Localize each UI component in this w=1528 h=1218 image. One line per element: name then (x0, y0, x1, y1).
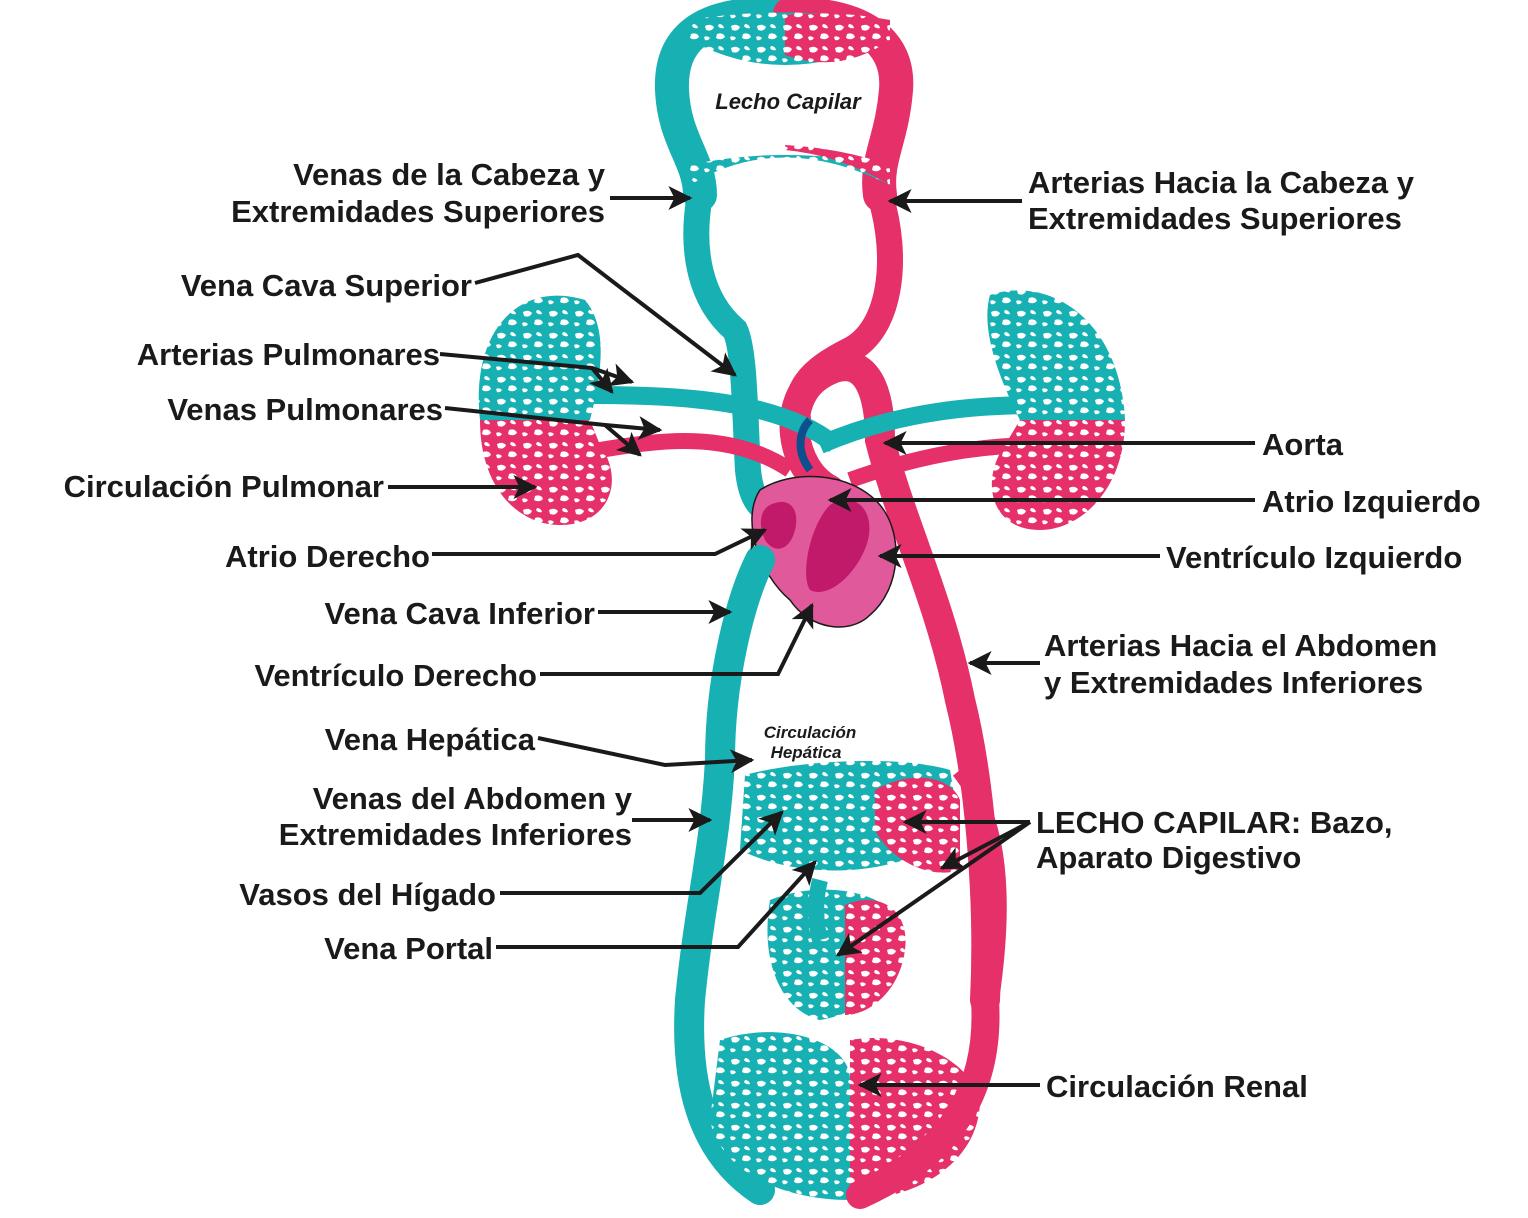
label-lecho-bazo-1: LECHO CAPILAR: Bazo, (1036, 805, 1393, 840)
label-arterias-abd-1: Arterias Hacia el Abdomen (1044, 628, 1437, 663)
circulacion-hepatica-label-1: Circulación (764, 723, 857, 742)
label-aorta: Aorta (1262, 427, 1344, 462)
left-lung-bed (479, 296, 612, 525)
circulacion-hepatica-label-2: Hepática (771, 743, 842, 762)
label-venas-abd-1: Venas del Abdomen y (313, 781, 633, 816)
label-ventr-izq: Ventrículo Izquierdo (1166, 540, 1462, 575)
label-vena-cava-inf: Vena Cava Inferior (324, 596, 595, 631)
left-labels: Venas de la Cabeza y Extremidades Superi… (64, 157, 633, 966)
label-arterias-abd-2: y Extremidades Inferiores (1044, 665, 1423, 700)
label-vena-hep: Vena Hepática (325, 722, 536, 757)
label-circ-renal: Circulación Renal (1046, 1069, 1308, 1104)
label-lecho-bazo-2: Aparato Digestivo (1036, 840, 1301, 875)
right-labels: Arterias Hacia la Cabeza y Extremidades … (1028, 165, 1481, 1104)
label-circ-pulm: Circulación Pulmonar (64, 469, 384, 504)
label-atrio-der: Atrio Derecho (225, 539, 430, 574)
spleen-digestive-bed (767, 890, 905, 1020)
arrow-atrio-der (432, 530, 765, 554)
label-atrio-izq: Atrio Izquierdo (1262, 484, 1481, 519)
label-vena-portal: Vena Portal (324, 931, 493, 966)
arrow-vena-portal (496, 862, 815, 947)
label-ventr-der: Ventrículo Derecho (254, 658, 537, 693)
lecho-capilar-inner-label: Lecho Capilar (715, 89, 862, 114)
label-venas-cabeza-2: Extremidades Superiores (231, 194, 605, 229)
label-venas-abd-2: Extremidades Inferiores (279, 817, 632, 852)
label-venas-cabeza-1: Venas de la Cabeza y (293, 157, 606, 192)
label-vena-cava-sup: Vena Cava Superior (181, 268, 472, 303)
label-arterias-cabeza-2: Extremidades Superiores (1028, 201, 1402, 236)
label-arterias-cabeza-1: Arterias Hacia la Cabeza y (1028, 165, 1415, 200)
hepatic-bed (740, 761, 960, 873)
label-vasos-hig: Vasos del Hígado (239, 877, 496, 912)
label-arterias-pulm: Arterias Pulmonares (137, 337, 440, 372)
label-venas-pulm: Venas Pulmonares (167, 392, 443, 427)
